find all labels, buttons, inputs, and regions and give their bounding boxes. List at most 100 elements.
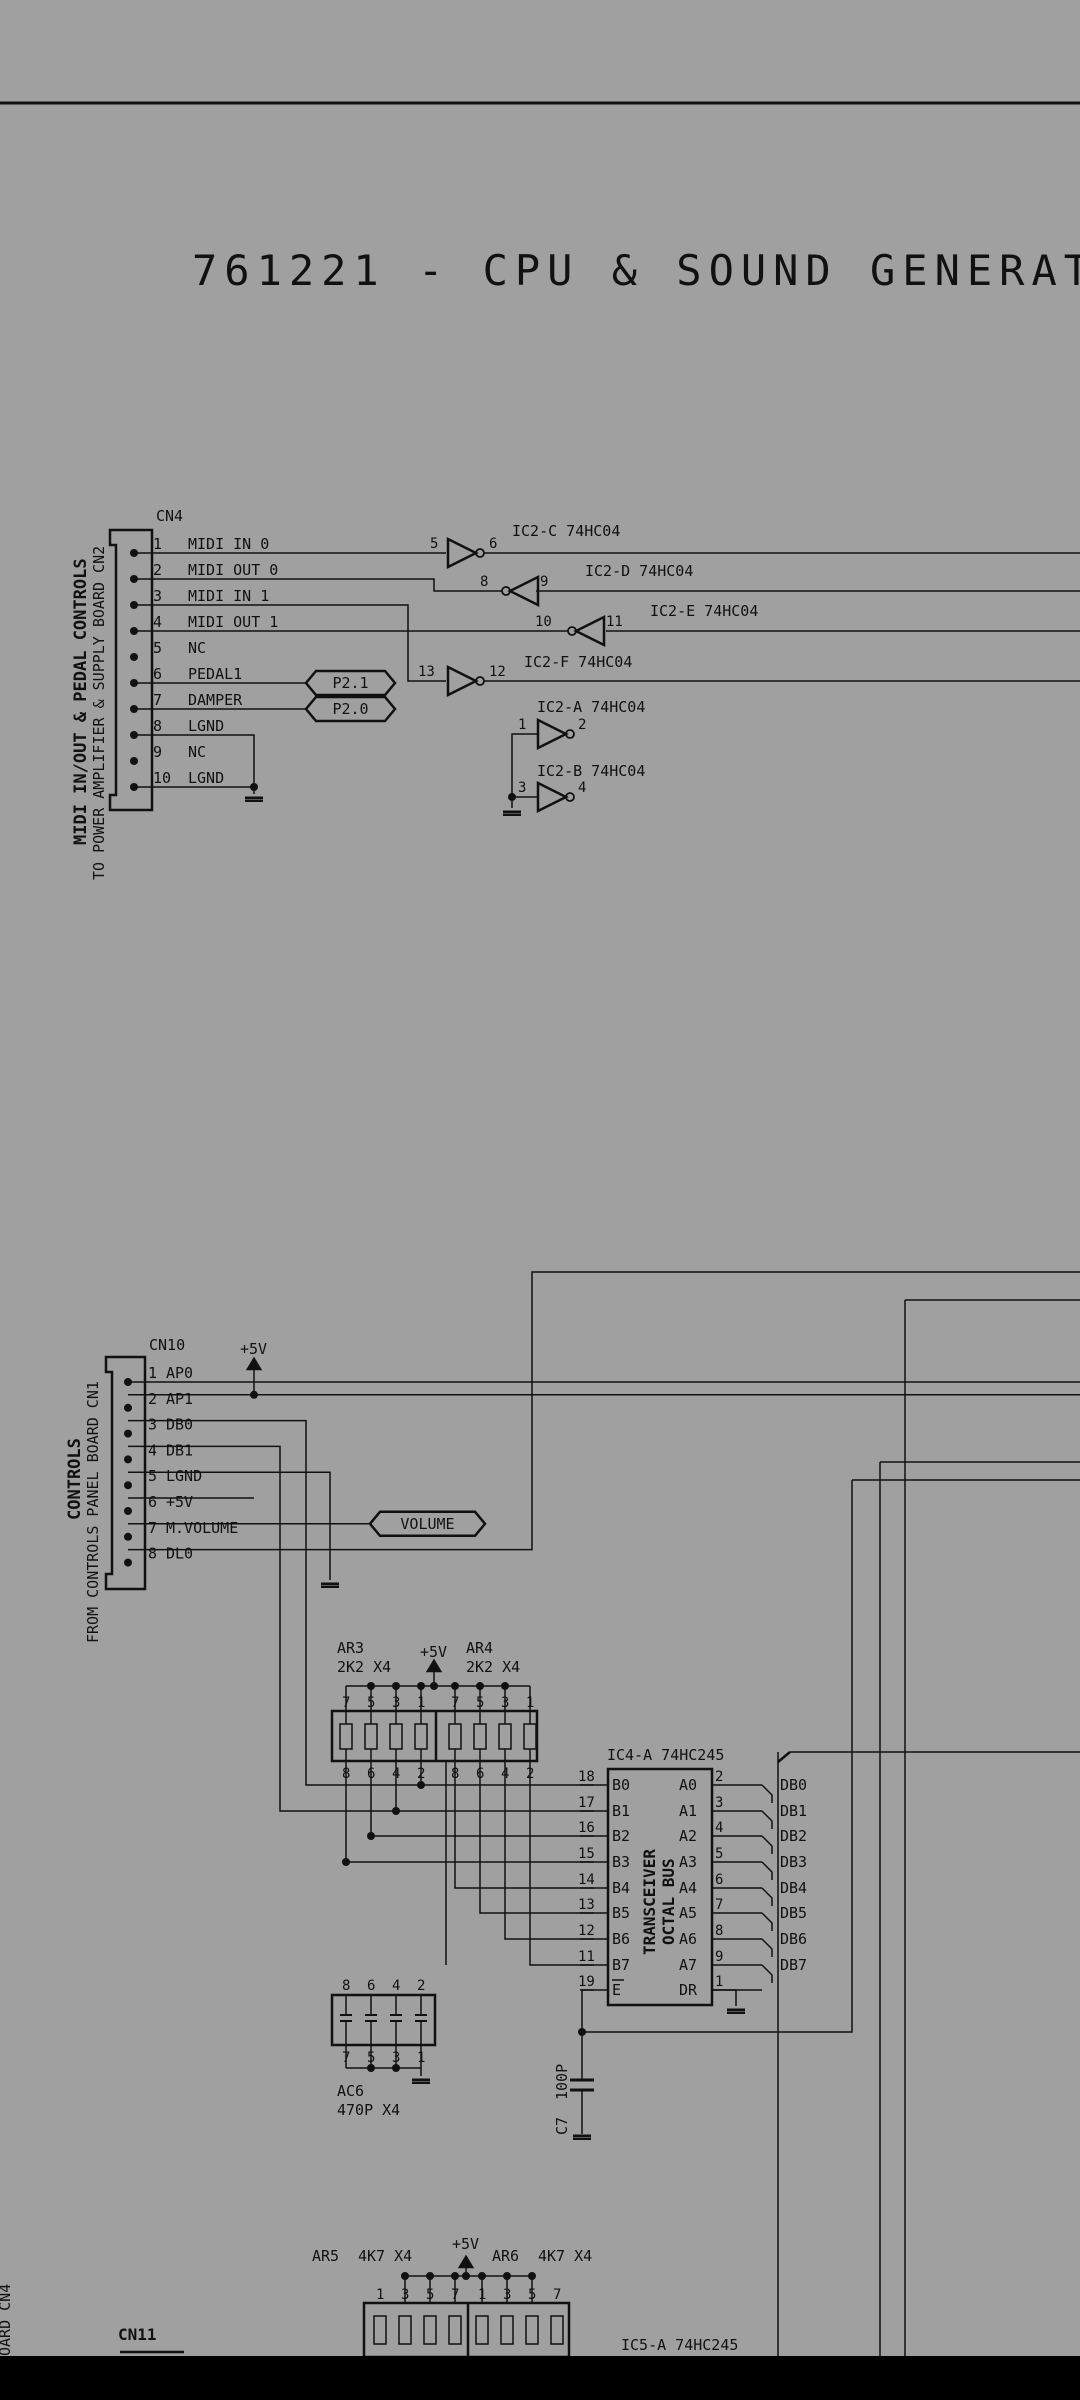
ic4-left-pin-number: 13 bbox=[578, 1897, 595, 1913]
ic4-right-pin-label: A5 bbox=[679, 1904, 697, 1922]
cn4-pin-3 bbox=[130, 601, 138, 609]
junction-dot bbox=[508, 793, 516, 801]
inverter-ic2-d bbox=[507, 574, 540, 608]
cn10-pin-3 bbox=[124, 1429, 132, 1438]
ar3-bottom-pin: 6 bbox=[367, 1766, 375, 1782]
cn10-pin-number: 2 bbox=[148, 1390, 157, 1408]
resistor bbox=[448, 2315, 462, 2345]
ar6-pin: 5 bbox=[528, 2287, 536, 2303]
net-db1 bbox=[128, 1445, 594, 1812]
ic4-net-label: DB6 bbox=[780, 1930, 807, 1948]
ic4-net-label: DB1 bbox=[780, 1802, 807, 1820]
ic4-right-pin-label: A4 bbox=[679, 1879, 697, 1897]
cn10-pin-7 bbox=[124, 1532, 132, 1541]
cn4-pin-label: NC bbox=[188, 743, 206, 761]
inverter-ic2-a-bubble bbox=[565, 729, 575, 739]
ic4-name: IC4-A 74HC245 bbox=[607, 1746, 724, 1764]
junction-dot bbox=[451, 1682, 459, 1690]
ar3-ref: AR3 bbox=[337, 1639, 364, 1657]
inverter-label: IC2-C 74HC04 bbox=[512, 522, 620, 540]
port-p2-0: P2.0 bbox=[332, 700, 368, 718]
resistor bbox=[500, 2315, 514, 2345]
inverter-ic2-b bbox=[536, 780, 569, 814]
cn4-pin-label: PEDAL1 bbox=[188, 665, 242, 683]
ar3-bottom-pin: 2 bbox=[417, 1766, 425, 1782]
resistor bbox=[339, 1723, 353, 1750]
cn4-connector-body bbox=[108, 528, 154, 812]
supply-arrow bbox=[245, 1356, 263, 1371]
resistor bbox=[475, 2315, 489, 2345]
net-bus-c-v bbox=[582, 1480, 853, 2033]
resistor bbox=[523, 1723, 537, 1750]
inverter-pin-out: 12 bbox=[489, 664, 506, 680]
cn10-pin-6 bbox=[124, 1507, 132, 1515]
cn10-ref: CN10 bbox=[149, 1336, 185, 1354]
net-b6 bbox=[504, 1761, 594, 1940]
cn10-pin-label: M.VOLUME bbox=[166, 1519, 238, 1537]
cn10-pin-number: 6 bbox=[148, 1493, 157, 1511]
cn11-ref: CN11 bbox=[118, 2325, 157, 2344]
ic4-right-pin-number: 3 bbox=[715, 1795, 723, 1811]
ic4-net-label: DB0 bbox=[780, 1776, 807, 1794]
ar-supply-label: +5V bbox=[420, 1643, 447, 1661]
ar6-pin: 7 bbox=[553, 2287, 561, 2303]
cn10-pin-label: DB1 bbox=[166, 1441, 193, 1459]
c7-value: 100P bbox=[553, 2064, 571, 2100]
resistor bbox=[373, 2315, 387, 2345]
net-unused-inputs bbox=[511, 733, 538, 798]
junction-dot bbox=[426, 2272, 434, 2280]
c7-ref: C7 bbox=[553, 2117, 571, 2135]
ar6-ref: AR6 bbox=[492, 2247, 519, 2265]
junction-dot bbox=[578, 2028, 586, 2036]
junction-dot bbox=[430, 1682, 438, 1690]
ar3-top-pin: 5 bbox=[367, 1695, 375, 1711]
net-lgnd-cn10 bbox=[128, 1471, 331, 1580]
port-volume-shape bbox=[368, 1510, 487, 1538]
ic4-left-pin-number: 19 bbox=[578, 1974, 595, 1990]
resistor bbox=[389, 1723, 403, 1750]
inverter-pin-in: 10 bbox=[535, 614, 552, 630]
junction-dot bbox=[528, 2272, 536, 2280]
ic4-left-pin-label: B4 bbox=[612, 1879, 630, 1897]
junction-dot bbox=[451, 2272, 459, 2280]
cn4-pin-number: 3 bbox=[153, 587, 162, 605]
net-dl0 bbox=[128, 1271, 1080, 1551]
ic4-bus-entry bbox=[761, 1861, 773, 1880]
net-midi-in-1 bbox=[134, 604, 446, 682]
inverter-ic2-c bbox=[446, 536, 479, 570]
cn10-pin-4 bbox=[124, 1455, 132, 1464]
ar3-top-pin: 3 bbox=[392, 1695, 400, 1711]
ic4-right-pin-number: 7 bbox=[715, 1897, 723, 1913]
ar4-top-pin: 7 bbox=[451, 1695, 459, 1711]
data-bus-corner bbox=[777, 1751, 791, 1763]
port-p2-0-shape bbox=[304, 695, 397, 723]
cn10-pin-number: 4 bbox=[148, 1441, 157, 1459]
ic4-left-pin-label: B2 bbox=[612, 1827, 630, 1845]
inverter-ic2-d-bubble bbox=[501, 586, 511, 596]
cn10-pin-number: 1 bbox=[148, 1364, 157, 1382]
ar3-value: 2K2 X4 bbox=[337, 1658, 391, 1676]
junction-dot bbox=[250, 1390, 258, 1399]
cn4-pin-10 bbox=[130, 783, 138, 791]
junction-dot bbox=[417, 1781, 425, 1789]
ic4-right-pin-number: 2 bbox=[715, 1769, 723, 1785]
cn4-pin-number: 10 bbox=[153, 769, 171, 787]
ar6-value: 4K7 X4 bbox=[538, 2247, 592, 2265]
supply-arrow bbox=[457, 2254, 475, 2269]
ac6-value: 470P X4 bbox=[337, 2101, 400, 2119]
cn10-pin-1 bbox=[124, 1378, 132, 1386]
inverter-label: IC2-F 74HC04 bbox=[524, 653, 632, 671]
cn4-pin-label: MIDI OUT 1 bbox=[188, 613, 278, 631]
net-enable bbox=[581, 1989, 594, 2032]
ic4-left-pin-label: E bbox=[612, 1981, 621, 1999]
ic4-right-pin-label: A1 bbox=[679, 1802, 697, 1820]
net-b5 bbox=[479, 1761, 594, 1914]
ic4-bus-entry bbox=[761, 1964, 773, 1983]
ic4-net-label: DB2 bbox=[780, 1827, 807, 1845]
cn4-ref: CN4 bbox=[156, 507, 183, 525]
cn10-side-subtitle: FROM CONTROLS PANEL BOARD CN1 bbox=[84, 1381, 102, 1643]
ar4-top-pin: 1 bbox=[526, 1695, 534, 1711]
inverter-ic2-b-bubble bbox=[565, 792, 575, 802]
cn4-pin-label: LGND bbox=[188, 769, 224, 787]
